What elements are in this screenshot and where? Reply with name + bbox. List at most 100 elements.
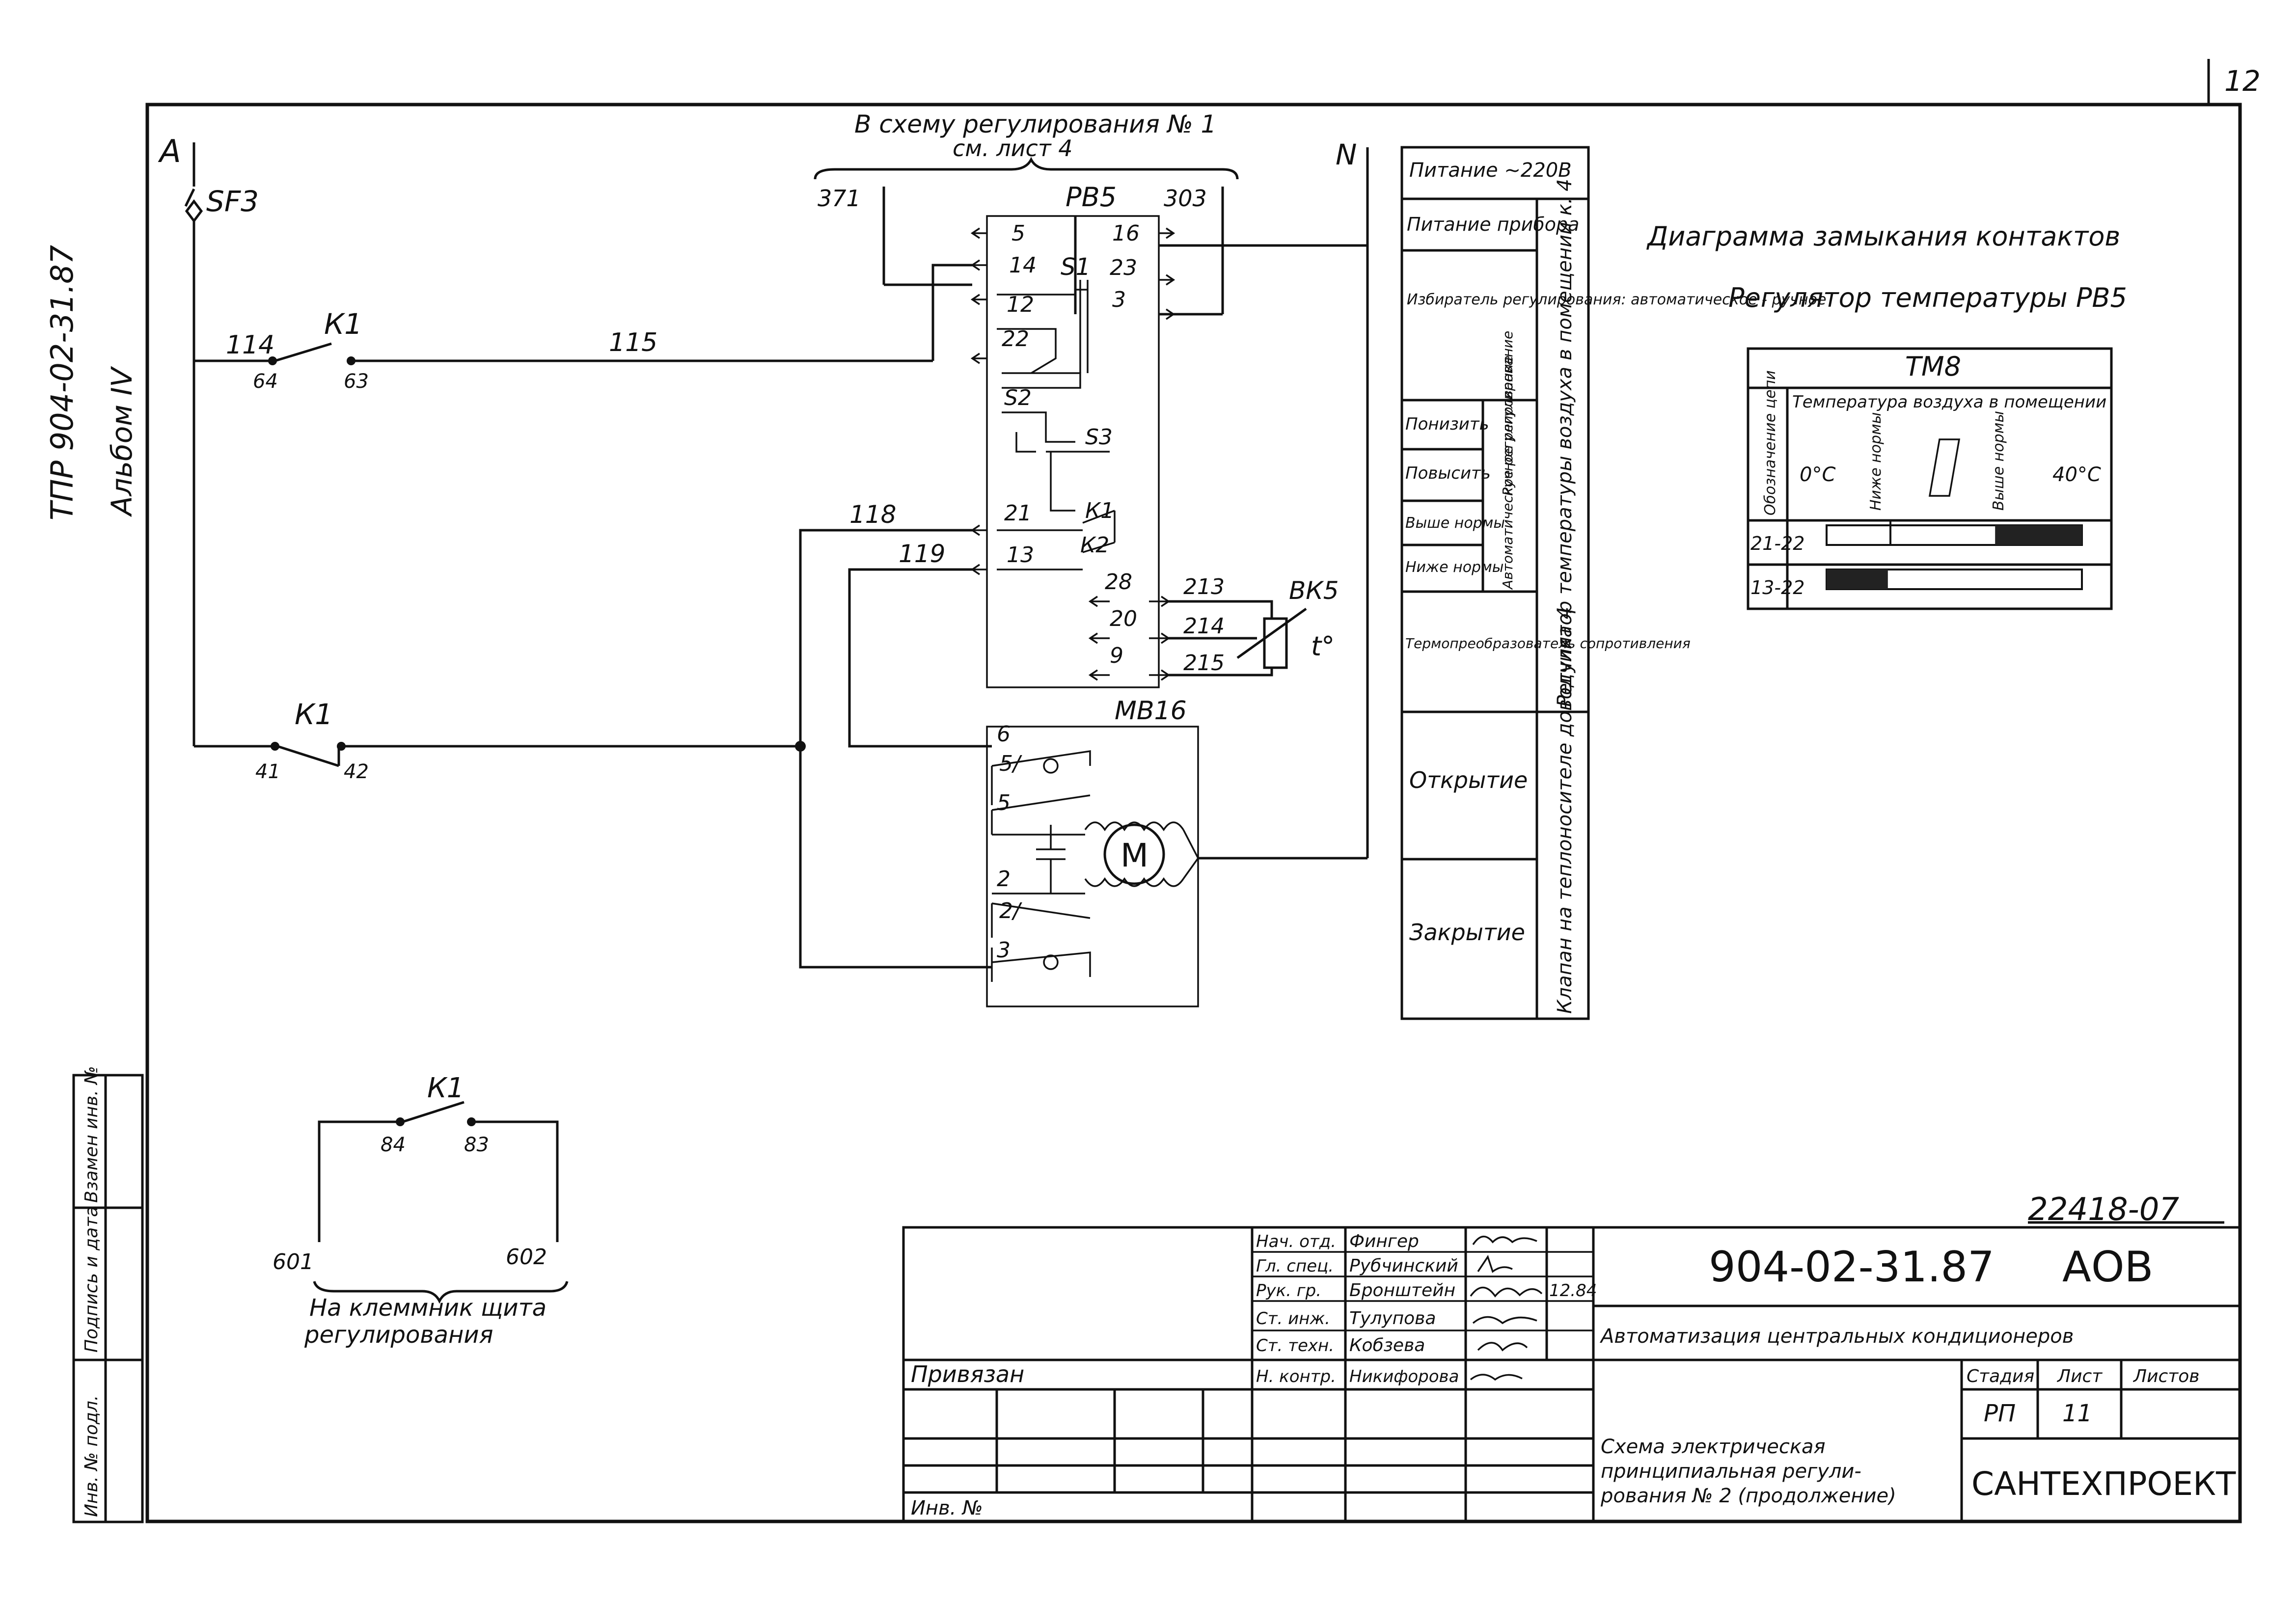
fn-above-norm: Выше нормы bbox=[1405, 515, 1505, 532]
staff-name-4: Тулупова bbox=[1349, 1308, 1436, 1329]
staff-name-1: Фингер bbox=[1349, 1231, 1419, 1251]
terminal-12: 12 bbox=[1007, 292, 1034, 317]
act-term-2: 2 bbox=[997, 867, 1011, 892]
sensor-label: ВК5 bbox=[1289, 576, 1339, 605]
terminal-22: 22 bbox=[1002, 326, 1029, 352]
staff-role-1: Нач. отд. bbox=[1256, 1232, 1336, 1251]
stamp-replace: Взамен инв. № bbox=[82, 1066, 102, 1203]
k1-term-63: 63 bbox=[344, 370, 369, 393]
stamp-sign: Подпись и дата bbox=[82, 1206, 102, 1353]
k1-nc-contact: К1 41 42 bbox=[255, 698, 806, 783]
switch-s1: S1 bbox=[1061, 253, 1091, 281]
fn-group2: Клапан на теплоносителе доводчика 4 bbox=[1554, 607, 1576, 1014]
cd-scale-below: Ниже нормы bbox=[1867, 412, 1885, 511]
cd-scale-above: Выше нормы bbox=[1990, 411, 2007, 511]
terminal-28: 28 bbox=[1105, 569, 1132, 595]
title-block: 22418-07 Нач. отд. Фингер Гл. спец. bbox=[902, 1192, 2241, 1523]
aux-k1-circuit: К1 84 83 601 602 На клеммник щита регули… bbox=[273, 1072, 569, 1349]
cd-subtitle: Регулятор температуры РВ5 bbox=[1728, 282, 2127, 313]
aux-term-602: 602 bbox=[506, 1245, 547, 1270]
fn-auto: Автоматическое регулирование bbox=[1500, 355, 1516, 590]
terminal-9: 9 bbox=[1110, 643, 1123, 668]
wire-303: 303 bbox=[1164, 185, 1207, 212]
regulator-block: РВ5 5 16 14 S1 23 12 3 22 S2 S3 21 К1 К2… bbox=[931, 182, 1175, 688]
fn-increase: Повысить bbox=[1405, 463, 1491, 483]
sensor-temp: t° bbox=[1311, 631, 1335, 662]
fn-group1: Регулятор температуры воздуха в помещени… bbox=[1554, 179, 1576, 707]
k1-term-42: 42 bbox=[344, 760, 369, 783]
staff-name-3: Бронштейн bbox=[1349, 1280, 1455, 1301]
side-code: ТПР 904-02-31.87 bbox=[44, 245, 80, 520]
act-term-3: 3 bbox=[997, 938, 1011, 963]
fn-manual: Ручное регулирование bbox=[1500, 331, 1516, 496]
stage-value: РП bbox=[1984, 1400, 2016, 1427]
k1-label-top: К1 bbox=[324, 307, 362, 341]
wire-213: 213 bbox=[1183, 574, 1225, 599]
sheet-value: 11 bbox=[2062, 1400, 2092, 1427]
aux-term-84: 84 bbox=[381, 1134, 406, 1156]
fn-thermo: Термопреобразователь сопротивления bbox=[1405, 635, 1691, 651]
drawing-title-2: принципиальная регули- bbox=[1601, 1460, 1861, 1483]
switch-s2: S2 bbox=[1004, 385, 1032, 410]
stage-label: Стадия bbox=[1967, 1366, 2034, 1386]
terminal-5: 5 bbox=[1011, 221, 1025, 246]
top-note-line2: см. лист 4 bbox=[953, 135, 1073, 162]
terminal-23: 23 bbox=[1110, 255, 1137, 280]
power-rails: А SF3 N bbox=[158, 134, 1369, 860]
k1-no-contact: 114 К1 64 63 115 bbox=[226, 307, 933, 393]
drawing-title-1: Схема электрическая bbox=[1601, 1436, 1826, 1458]
sheet-number: 12 bbox=[2224, 64, 2261, 98]
signatures bbox=[1470, 1236, 1543, 1381]
staff-role-6: Н. контр. bbox=[1256, 1367, 1336, 1386]
wire-118: 118 bbox=[849, 500, 896, 529]
switch-s3: S3 bbox=[1085, 425, 1113, 450]
organization: САНТЕХПРОЕКТ bbox=[1971, 1465, 2236, 1503]
cd-col-temperature: Температура воздуха в помещении bbox=[1792, 392, 2106, 412]
wire-214: 214 bbox=[1183, 614, 1225, 639]
drawing-title-3: рования № 2 (продолжение) bbox=[1600, 1485, 1896, 1507]
staff-name-2: Рубчинский bbox=[1349, 1256, 1458, 1276]
fn-below-norm: Ниже нормы bbox=[1405, 559, 1503, 576]
neutral-label: N bbox=[1336, 138, 1357, 171]
cd-bar-closed bbox=[1827, 569, 1888, 589]
cd-row1-label: 21-22 bbox=[1750, 533, 1804, 554]
terminal-21: 21 bbox=[1004, 501, 1032, 526]
aux-relay-label: К1 bbox=[427, 1072, 464, 1104]
fn-close: Закрытие bbox=[1409, 919, 1525, 946]
wire-119: 119 bbox=[899, 540, 945, 568]
cd-row2-label: 13-22 bbox=[1750, 577, 1804, 598]
motor-symbol: М bbox=[1121, 837, 1148, 874]
act-term-5: 5 bbox=[997, 790, 1011, 815]
top-note-line1: В схему регулирования № 1 bbox=[854, 110, 1216, 138]
wires-118-119: 118 119 bbox=[799, 500, 992, 969]
cd-col-designation: Обозначение цепи bbox=[1762, 370, 1779, 515]
fn-selector: Избиратель регулирования: автоматическое… bbox=[1407, 291, 1826, 308]
act-term-21: 2/ bbox=[999, 898, 1022, 923]
fn-power-device: Питание прибора bbox=[1407, 214, 1579, 235]
wire-114: 114 bbox=[226, 330, 274, 360]
staff-date: 12.84 bbox=[1549, 1281, 1597, 1301]
document-code: 904-02-31.87 bbox=[1709, 1243, 1995, 1292]
terminal-20: 20 bbox=[1110, 606, 1137, 631]
cd-scale-0: 0°С bbox=[1800, 463, 1835, 486]
staff-name-6: Никифорова bbox=[1349, 1367, 1459, 1386]
k1-label-bottom: К1 bbox=[295, 698, 333, 731]
k1-term-41: 41 bbox=[255, 760, 280, 783]
breaker-label: SF3 bbox=[206, 185, 259, 218]
aux-note-line1: На клеммник щита bbox=[309, 1294, 547, 1322]
cd-title: Диаграмма замыкания контактов bbox=[1646, 221, 2120, 252]
fn-decrease: Понизить bbox=[1405, 414, 1489, 434]
top-note: В схему регулирования № 1 см. лист 4 371… bbox=[814, 110, 1367, 316]
actuator-mb16: МВ16 6 5/ 5 2 2/ 3 М bbox=[986, 696, 1199, 1007]
k1-term-64: 64 bbox=[253, 370, 278, 393]
wire-215: 215 bbox=[1183, 651, 1225, 676]
cd-bars bbox=[1826, 520, 2083, 590]
sheets-label: Листов bbox=[2132, 1366, 2199, 1386]
contact-diagram: Диаграмма замыкания контактов Регулятор … bbox=[1646, 221, 2127, 610]
document-suffix: АОВ bbox=[2062, 1243, 2154, 1292]
wire-371: 371 bbox=[818, 185, 861, 212]
terminal-13: 13 bbox=[1007, 542, 1034, 568]
phase-label: А bbox=[158, 134, 181, 170]
side-codes: ТПР 904-02-31.87 Альбом IV bbox=[44, 245, 138, 520]
